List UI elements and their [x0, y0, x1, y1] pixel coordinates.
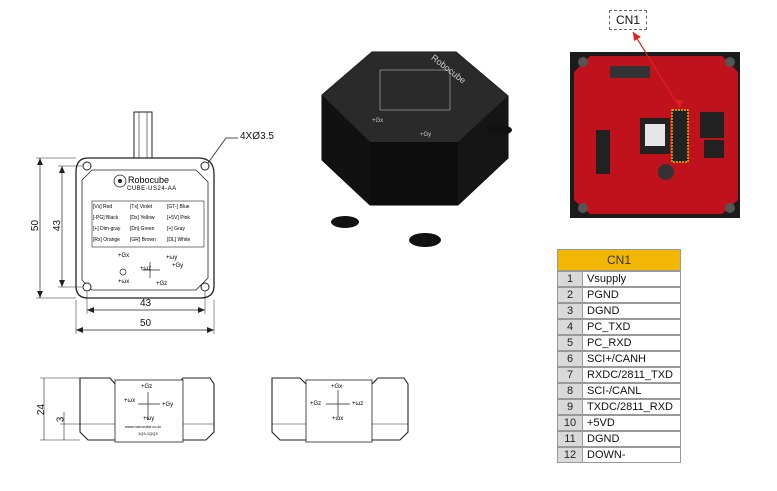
side1-gz-label: +Gz — [141, 384, 153, 390]
wire-cell: [GR] Brown — [130, 237, 156, 243]
wire-cell: [Vs] Red — [93, 204, 113, 210]
pin-name: SCI+/CANH — [583, 351, 681, 367]
pin-number: 2 — [557, 287, 583, 303]
wire-cell: [Dn] Green — [130, 226, 155, 232]
wire-row: [Rx] Orange [GR] Brown [DL] White — [93, 235, 203, 246]
axis-wx-label: +ωx — [118, 279, 130, 285]
pin-name: DGND — [583, 431, 681, 447]
side2-wz-label: +ωz — [352, 401, 364, 407]
pin-number: 11 — [557, 431, 583, 447]
wire-row: [-PG] Black [Ds] Yellow [+5V] Pink — [93, 213, 203, 224]
pin-name: RXDC/2811_TXD — [583, 367, 681, 383]
pin-name: PC_TXD — [583, 319, 681, 335]
side2-gz-label: +Gz — [310, 401, 322, 407]
wire-cell: [+5V] Pink — [167, 215, 190, 221]
dim-inner-vertical: 43 — [52, 219, 64, 232]
wire-cell: [Tx] Violet — [130, 204, 153, 210]
dim-base: 3 — [55, 416, 67, 423]
pin-name: DOWN- — [583, 447, 681, 463]
axis-wz-label: +ωz — [140, 266, 152, 272]
pin-name: PC_RXD — [583, 335, 681, 351]
wire-color-grid: [Vs] Red [Tx] Violet [GT-] Blue [-PG] Blac… — [93, 202, 203, 246]
model-label: CUBE-US24-AA — [127, 186, 177, 192]
pin-number: 5 — [557, 335, 583, 351]
pin-number: 1 — [557, 271, 583, 287]
housing-axis-gy: +Gy — [420, 132, 432, 138]
brand-label: Robocube — [128, 175, 170, 185]
pin-number: 9 — [557, 399, 583, 415]
wire-row: [Vs] Red [Tx] Violet [GT-] Blue — [93, 202, 203, 213]
pin-row: 10+5VD — [557, 415, 681, 431]
cn1-callout-label: CN1 — [609, 10, 647, 30]
pin-name: PGND — [583, 287, 681, 303]
pin-name: TXDC/2811_RXD — [583, 399, 681, 415]
pin-table-header: CN1 — [557, 249, 681, 271]
wire-cell: [-PG] Black — [93, 215, 119, 221]
pin-name: DGND — [583, 303, 681, 319]
dim-inner-horizontal: 43 — [140, 298, 152, 309]
pin-name: Vsupply — [583, 271, 681, 287]
wire-cell: [+] Gray — [167, 226, 185, 232]
wire-cell: [DL] White — [167, 237, 191, 243]
side1-code: 1Q3-1QQ3 — [138, 431, 158, 436]
housing-axis-gx: +Gx — [372, 118, 384, 124]
pin-name: +5VD — [583, 415, 681, 431]
pin-number: 10 — [557, 415, 583, 431]
dim-height: 24 — [36, 403, 48, 416]
side1-wx-label: +ωx — [124, 398, 136, 404]
wire-row: [+] Dim-gray [Dn] Green [+] Gray — [93, 224, 203, 235]
dim-outer-horizontal: 50 — [140, 318, 152, 329]
side2-wx-label: +ωx — [332, 416, 344, 422]
side2-gx-label: +Gx — [331, 384, 343, 390]
wire-cell: [Rx] Orange — [93, 237, 120, 243]
axis-gy-label: +Gy — [172, 263, 184, 269]
side1-gy-label: +Gy — [162, 402, 174, 408]
hole-spec-label: 4XØ3.5 — [240, 131, 274, 142]
pin-number: 8 — [557, 383, 583, 399]
dim-outer-vertical: 50 — [30, 219, 42, 232]
axis-gx-label: +Gx — [118, 253, 130, 259]
axis-gz-label: +Gz — [156, 281, 168, 287]
wire-cell: [Ds] Yellow — [130, 215, 155, 221]
pin-number: 7 — [557, 367, 583, 383]
pin-number: 6 — [557, 351, 583, 367]
pin-number: 12 — [557, 447, 583, 463]
side1-wy-label: +ωy — [143, 416, 155, 422]
pin-number: 3 — [557, 303, 583, 319]
side1-website: www.robocube.co.kr — [125, 424, 162, 429]
pin-number: 4 — [557, 319, 583, 335]
pin-name: SCI-/CANL — [583, 383, 681, 399]
wire-cell: [GT-] Blue — [167, 204, 190, 210]
axis-wy-label: +ωy — [166, 255, 178, 261]
wire-cell: [+] Dim-gray — [93, 226, 121, 232]
